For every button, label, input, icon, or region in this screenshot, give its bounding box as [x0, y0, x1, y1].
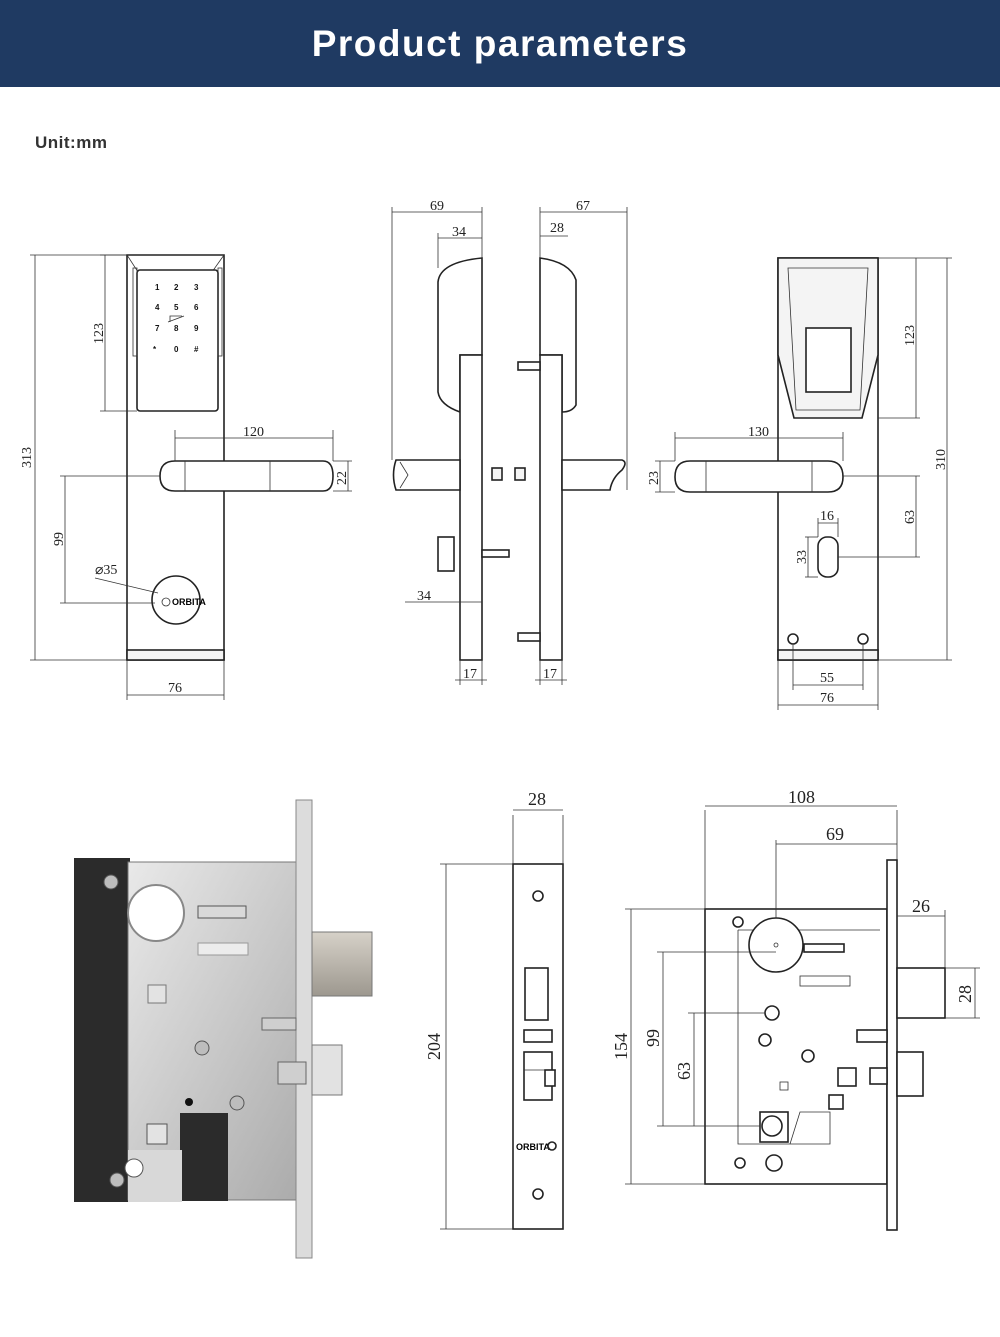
mortise-side-view: 108 69 26 28 154 99 63: [611, 787, 980, 1231]
dim-mortise-cylinder: 63: [674, 1062, 694, 1080]
side-view-right: 67 28 17: [514, 199, 628, 685]
faceplate-logo: ORBITA: [516, 1142, 550, 1152]
dim-back-slot-height: 33: [795, 550, 810, 564]
dim-back-handle-length: 130: [748, 425, 769, 440]
svg-text:#: #: [194, 345, 199, 354]
svg-text:7: 7: [155, 324, 160, 333]
emergency-slot: [817, 536, 839, 578]
dim-front-width: 76: [168, 681, 182, 696]
dim-side-right-depth-total: 67: [576, 199, 590, 214]
svg-text:*: *: [153, 345, 157, 354]
dim-back-panel: 123: [903, 325, 918, 346]
svg-text:2: 2: [174, 283, 179, 292]
dim-back-height: 310: [934, 449, 949, 470]
dim-side-left-spindle: 34: [417, 589, 431, 604]
dim-front-cylinder-diameter: ⌀35: [95, 563, 117, 578]
dim-back-slot-width: 16: [820, 509, 834, 524]
dim-back-handle-thickness: 23: [647, 471, 662, 485]
dim-side-left-depth-head: 34: [452, 225, 466, 240]
dim-front-handle-length: 120: [243, 425, 264, 440]
dim-front-height: 313: [20, 447, 35, 468]
dim-mortise-spindle: 99: [643, 1029, 663, 1047]
dim-faceplate-height: 204: [424, 1033, 444, 1060]
dim-mortise-case-height: 154: [611, 1033, 631, 1060]
svg-text:6: 6: [194, 303, 199, 312]
svg-text:4: 4: [155, 303, 160, 312]
dim-side-left-depth-total: 69: [430, 199, 444, 214]
dim-front-handle-thickness: 22: [335, 471, 350, 485]
brand-logo: ORBITA: [172, 597, 206, 607]
dim-mortise-latch-height: 28: [955, 985, 975, 1003]
back-handle: [674, 460, 844, 493]
cylinder: [151, 575, 201, 625]
dim-front-cylinder-offset: 99: [52, 532, 67, 546]
dim-side-right-plate: 17: [543, 667, 557, 682]
svg-text:3: 3: [194, 283, 199, 292]
dim-mortise-latch-projection: 26: [912, 896, 930, 916]
header-banner: Product parameters: [0, 0, 1000, 87]
front-view: 1 2 3 4 5 6 7 8 9 * 0 # ORBITA 313 123: [20, 254, 352, 700]
dim-back-screw-pitch: 55: [820, 671, 834, 686]
svg-text:8: 8: [174, 324, 179, 333]
svg-text:9: 9: [194, 324, 199, 333]
svg-text:5: 5: [174, 303, 179, 312]
page-title: Product parameters: [311, 22, 689, 64]
dim-mortise-backset: 69: [826, 824, 844, 844]
dim-back-slot-offset: 63: [903, 510, 918, 524]
side-view-left: 69 34 34 17: [391, 199, 510, 685]
back-view: 310 123 130 23 63 16 33 55 76: [647, 257, 952, 710]
mortise-photo: [74, 799, 373, 1259]
svg-text:0: 0: [174, 345, 179, 354]
svg-text:1: 1: [155, 283, 160, 292]
dim-side-right-depth-head: 28: [550, 221, 564, 236]
fingerprint-window: [805, 327, 852, 393]
keypad-keys: 1 2 3 4 5 6 7 8 9 * 0 #: [153, 283, 199, 354]
unit-label: Unit:mm: [35, 133, 108, 152]
dim-front-keypad: 123: [92, 323, 107, 344]
dim-mortise-length: 108: [788, 787, 815, 807]
dim-faceplate-width: 28: [528, 789, 546, 809]
dim-back-width: 76: [820, 691, 834, 706]
dim-side-left-plate: 17: [463, 667, 477, 682]
front-handle: [159, 460, 334, 492]
mortise-front-view: ORBITA 28 204: [424, 789, 564, 1230]
